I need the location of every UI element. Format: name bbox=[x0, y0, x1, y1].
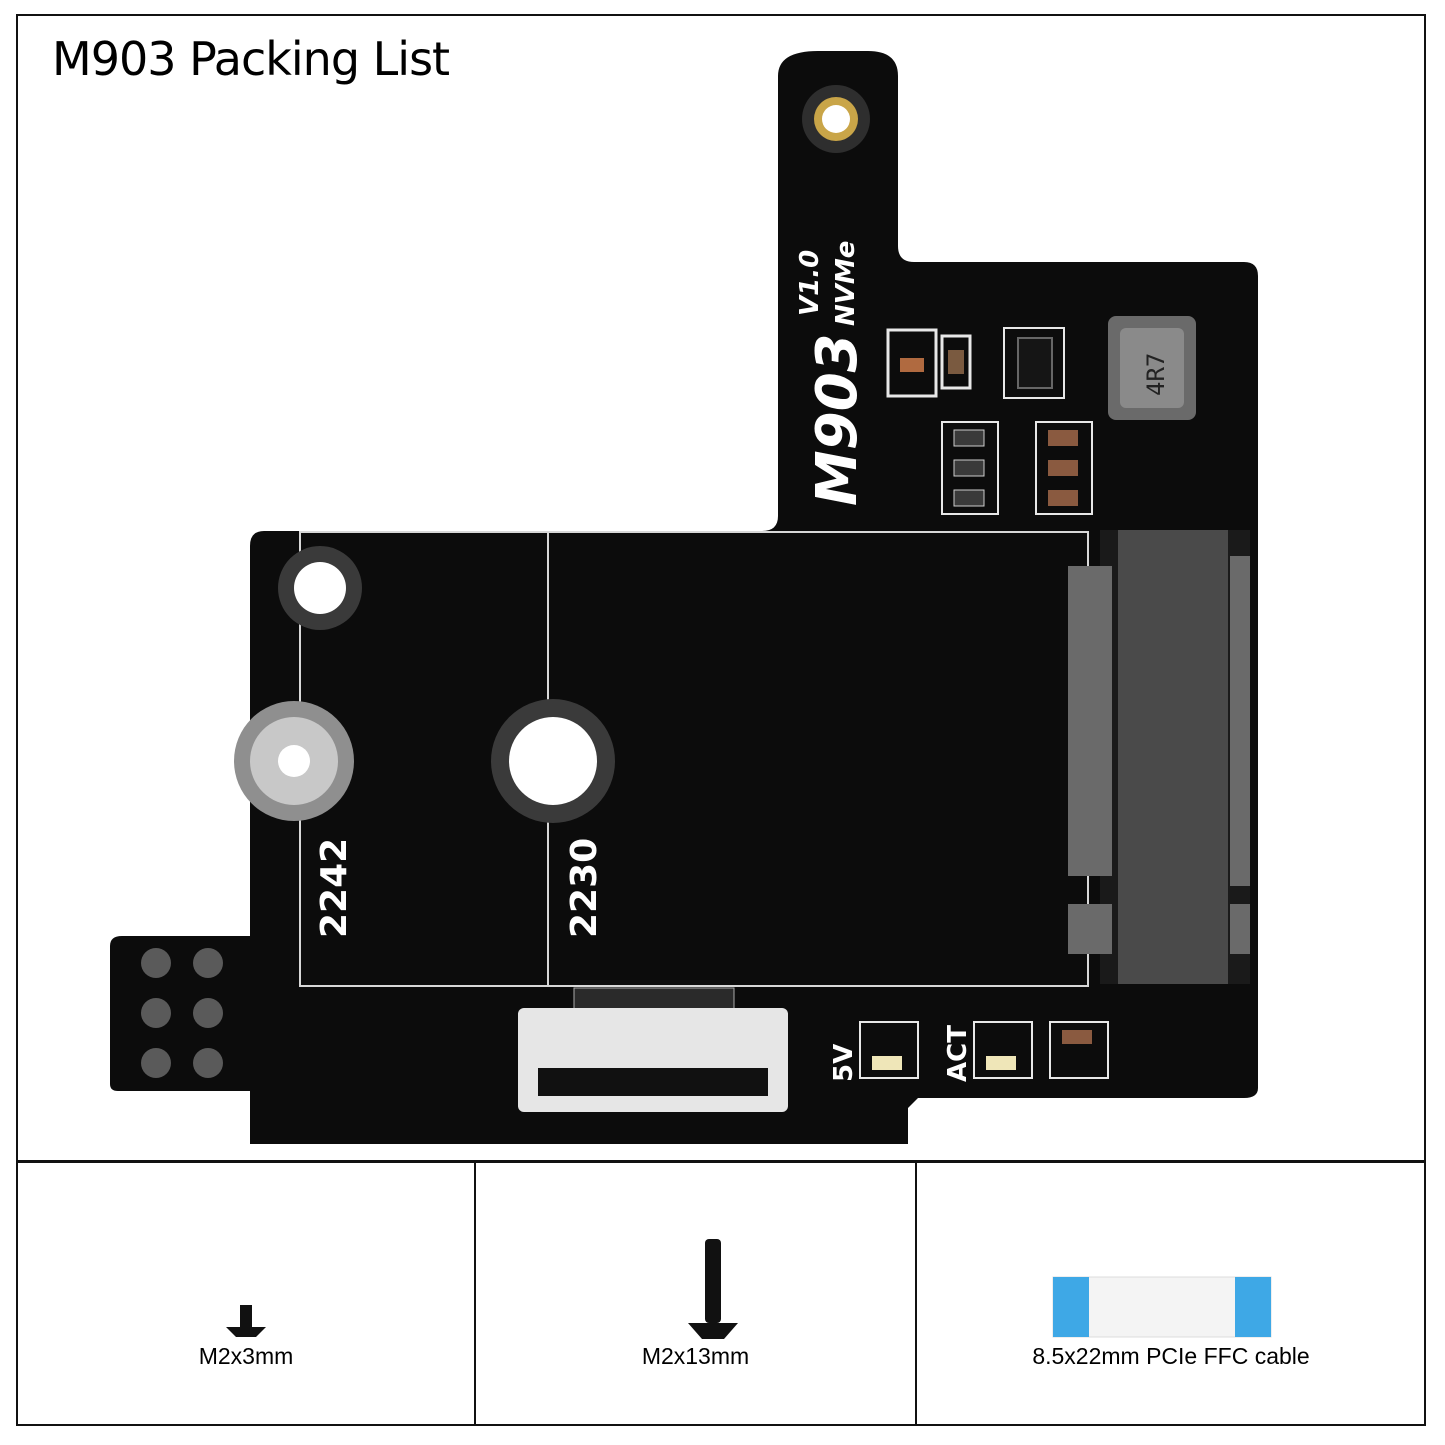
led-label-5v: 5V bbox=[829, 1044, 859, 1082]
packing-list-frame bbox=[16, 14, 1426, 1426]
size-label-2242: 2242 bbox=[314, 838, 355, 938]
item-short-screw: M2x3mm bbox=[18, 1163, 474, 1425]
column-divider bbox=[474, 1162, 476, 1426]
page-title: M903 Packing List bbox=[52, 32, 450, 86]
pcb-interface-text: NVMe bbox=[831, 241, 861, 326]
item-ffc-cable: 8.5x22mm PCIe FFC cable bbox=[917, 1163, 1425, 1425]
short-screw-icon bbox=[226, 1305, 266, 1337]
items-divider bbox=[16, 1160, 1426, 1163]
column-divider bbox=[915, 1162, 917, 1426]
item-label: 8.5x22mm PCIe FFC cable bbox=[1032, 1343, 1310, 1369]
item-long-screw: M2x13mm bbox=[476, 1163, 915, 1425]
capacitor-group-right bbox=[1035, 421, 1093, 515]
long-screw-icon bbox=[688, 1239, 738, 1339]
m2-connector bbox=[1068, 530, 1250, 984]
inductor-code-text: 4R7 bbox=[1142, 353, 1170, 396]
pin-header bbox=[141, 948, 223, 1078]
board-photo: M903 V1.0 NVMe 4R7 bbox=[18, 16, 1424, 1162]
capacitor-group-left bbox=[941, 421, 999, 515]
item-label: M2x13mm bbox=[641, 1343, 750, 1369]
ffc-cable-icon bbox=[1052, 1276, 1272, 1338]
item-label: M2x3mm bbox=[198, 1343, 294, 1369]
pcb-version-text: V1.0 bbox=[795, 250, 825, 316]
led-label-act: ACT bbox=[943, 1025, 973, 1082]
ffc-connector bbox=[518, 987, 788, 1112]
pcb-outline bbox=[110, 51, 1258, 1144]
pcb-board-drawing: M903 V1.0 NVMe 4R7 bbox=[110, 51, 1258, 1144]
size-label-2230: 2230 bbox=[564, 838, 605, 938]
pcb-model-text: M903 bbox=[805, 333, 870, 506]
